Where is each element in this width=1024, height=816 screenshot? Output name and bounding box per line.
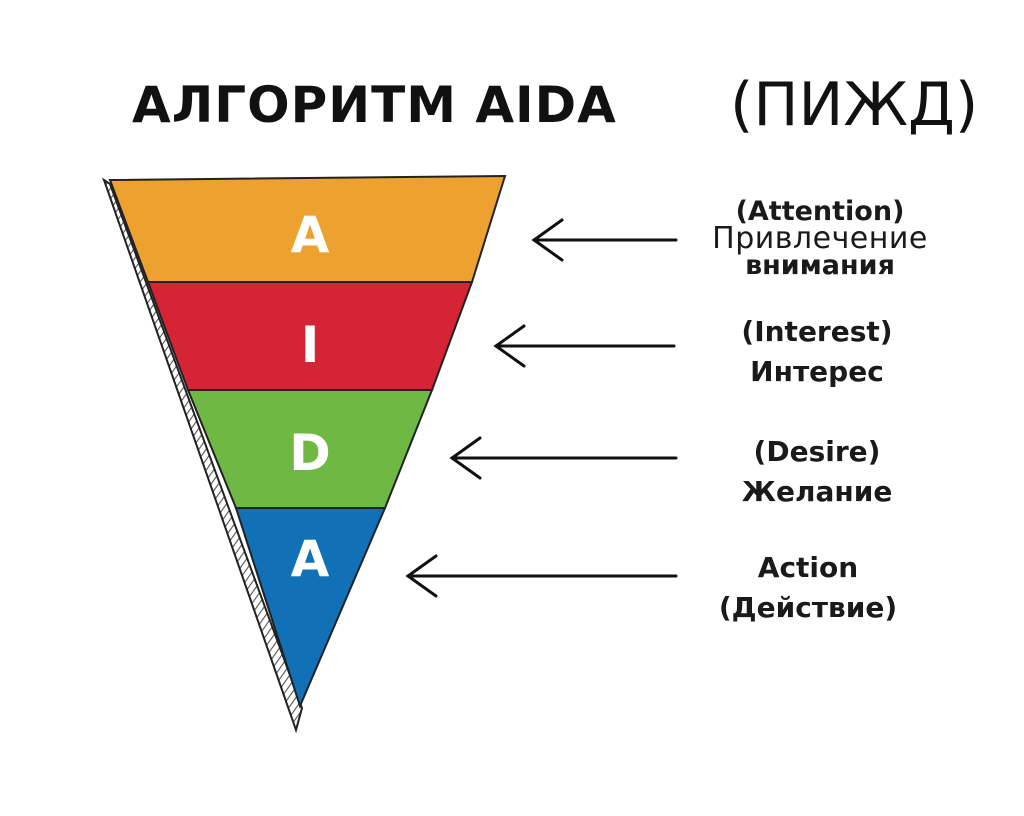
stage-letter-desire: D	[289, 424, 331, 482]
label-attention-ru-1: Привлечение	[712, 221, 928, 256]
label-desire-ru: Желание	[741, 475, 893, 508]
stage-action-band	[234, 507, 387, 709]
funnel-side-hatch	[102, 177, 304, 734]
label-desire-en: (Desire)	[753, 435, 881, 468]
label-attention: (Attention) Привлечение внимания	[700, 198, 940, 279]
label-action-ru: (Действие)	[718, 591, 898, 624]
stage-letter-interest: I	[301, 316, 320, 374]
diagram-title: АЛГОРИТМ AIDA	[132, 76, 617, 134]
diagram-subtitle: (ПИЖД)	[730, 70, 979, 140]
left-arrow-icon	[531, 218, 678, 262]
label-interest-ru: Интерес	[750, 355, 884, 388]
left-arrow-icon	[493, 324, 676, 368]
label-action-en: Action	[757, 551, 859, 584]
label-action: Action (Действие)	[700, 548, 916, 628]
label-attention-en: (Attention)	[735, 196, 905, 227]
label-desire: (Desire) Желание	[712, 432, 922, 512]
stage-letter-attention: A	[291, 206, 330, 264]
label-attention-ru-2: внимания	[745, 250, 895, 281]
label-interest: (Interest) Интерес	[712, 312, 922, 392]
left-arrow-icon	[405, 554, 678, 598]
label-interest-en: (Interest)	[741, 315, 893, 348]
left-arrow-icon	[449, 436, 678, 480]
stage-letter-action: A	[291, 530, 330, 588]
